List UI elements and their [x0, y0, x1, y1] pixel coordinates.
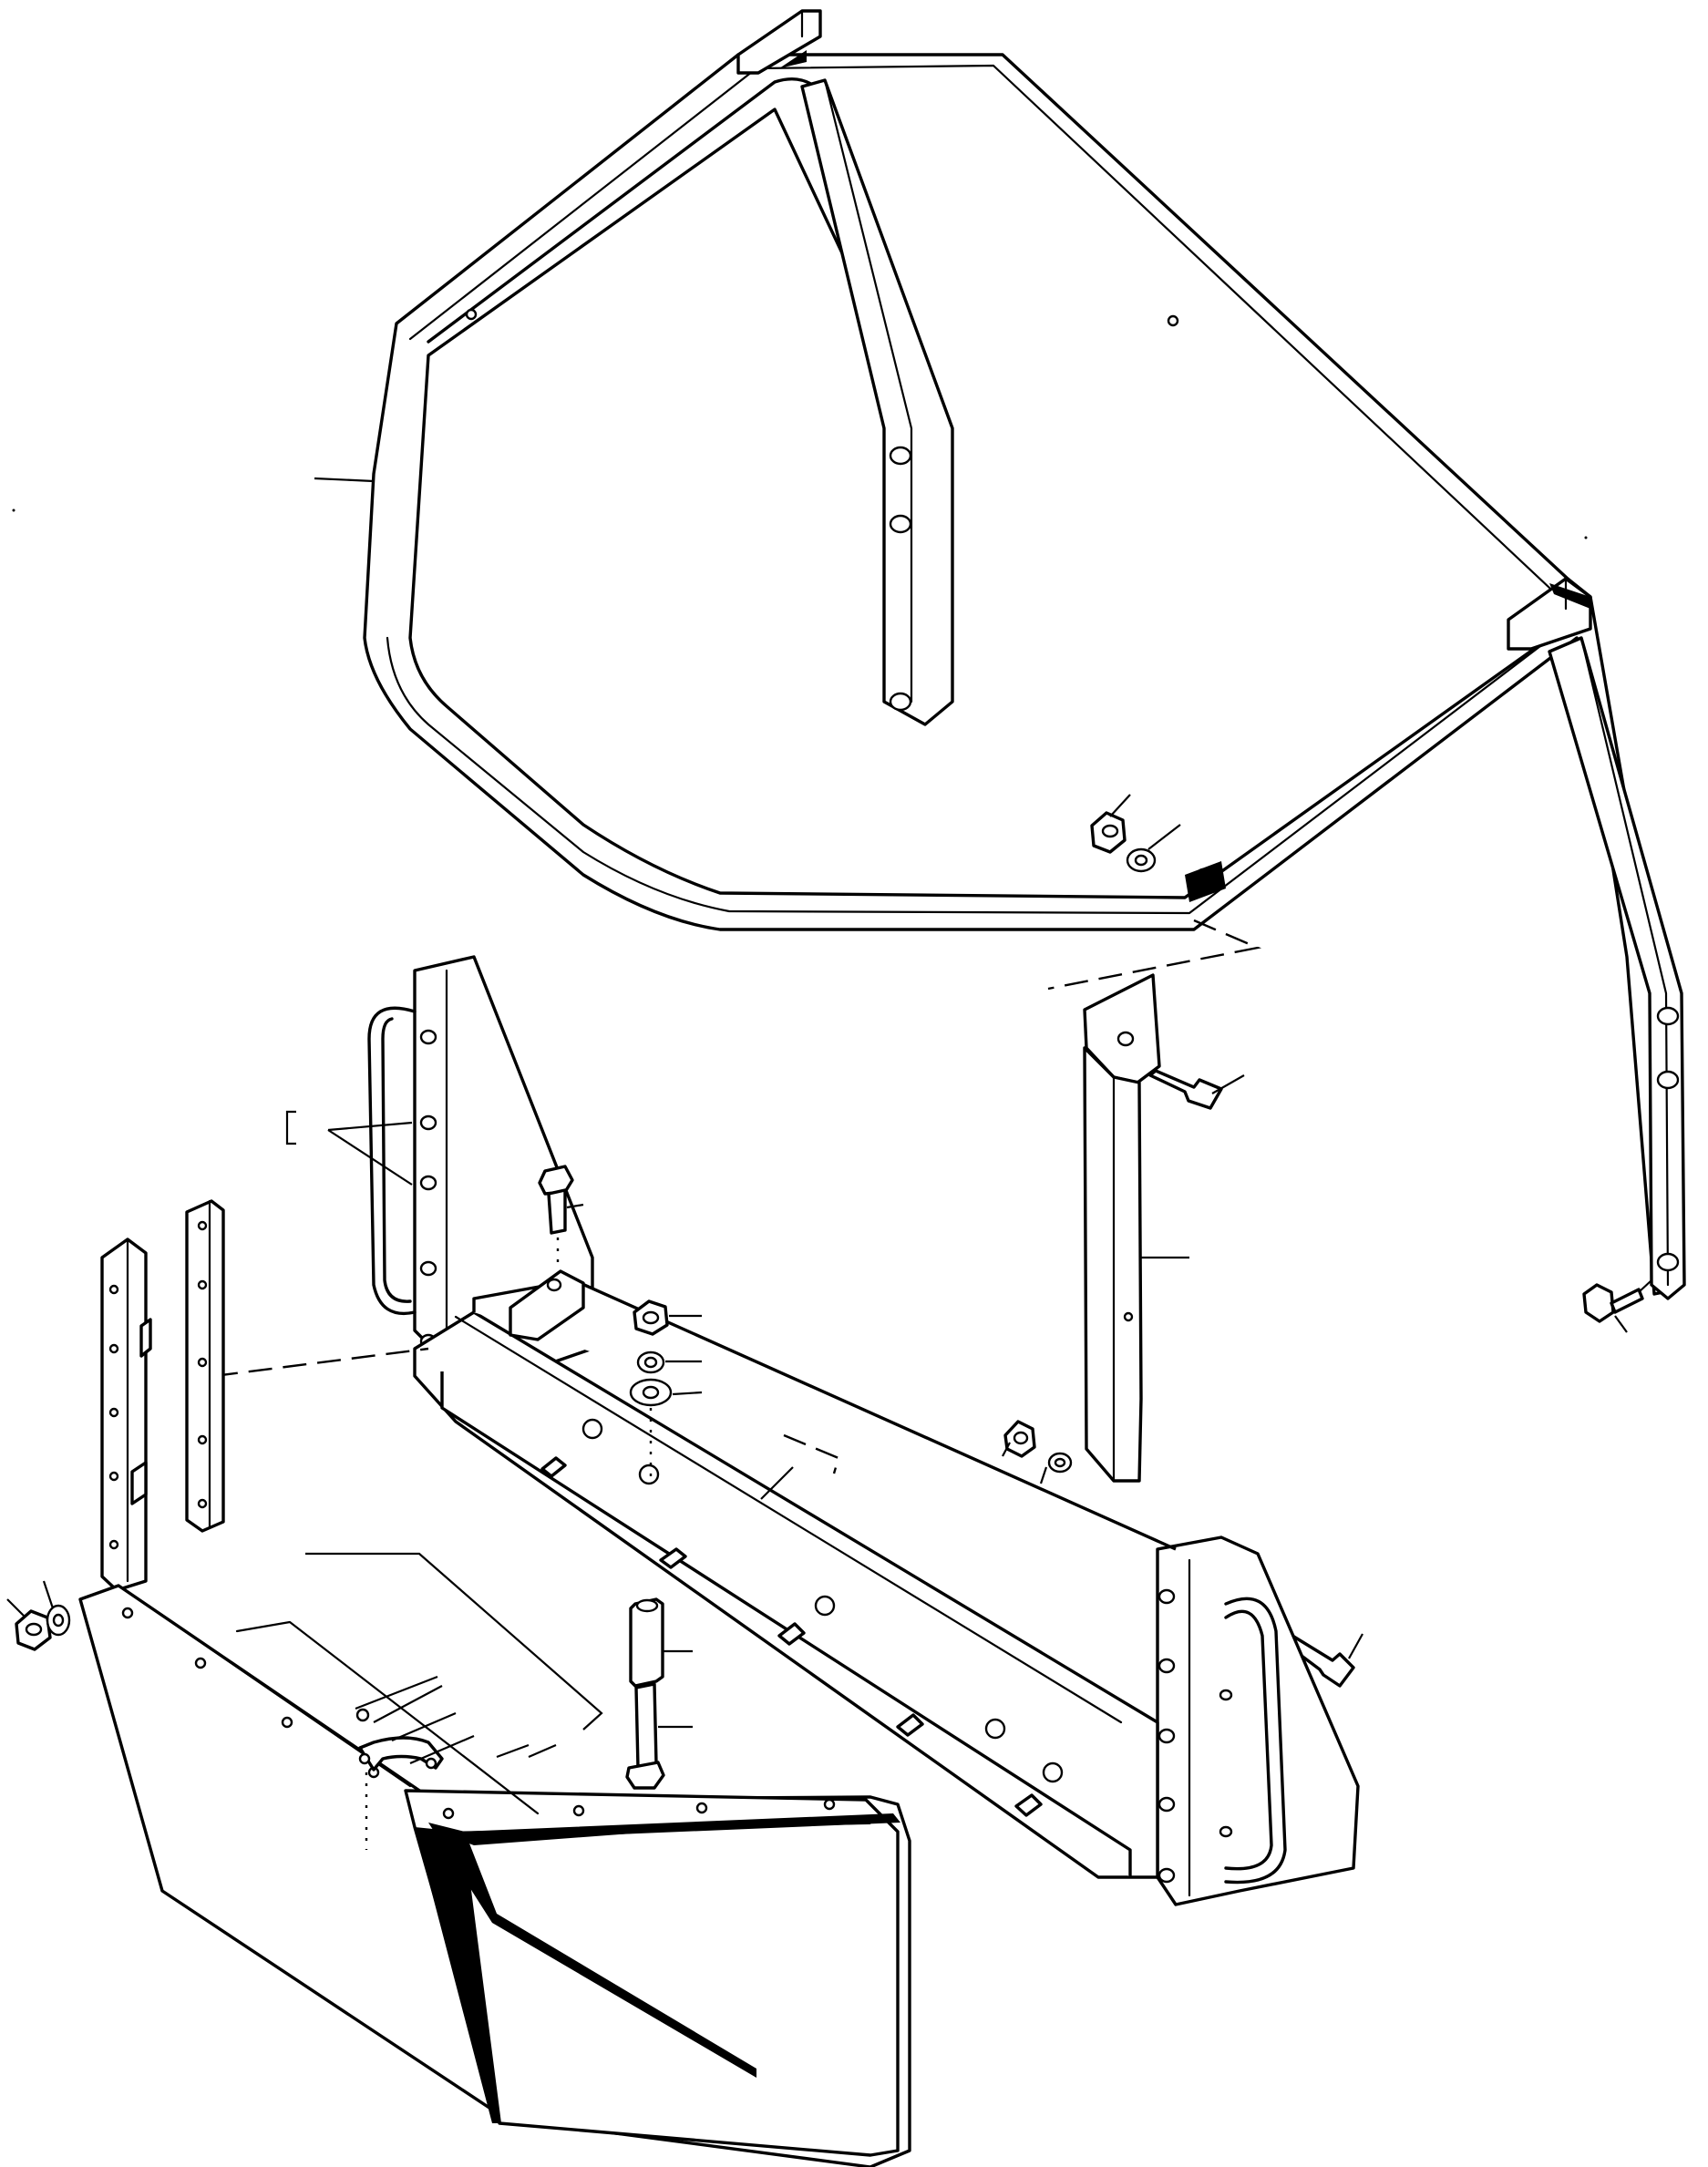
leg-bolt-hole	[1656, 1070, 1680, 1090]
left-handrail	[367, 1006, 417, 1315]
upright-bolt-row	[1158, 1588, 1176, 1884]
bolt-right-top	[1148, 1069, 1245, 1110]
alignment-line	[1047, 919, 1262, 991]
skirt-hole-row	[121, 1607, 836, 1820]
right-handrail	[1224, 1609, 1273, 1871]
spacer-bolt	[625, 1597, 693, 1790]
hardware-stack	[629, 1299, 703, 1476]
left-side-strips	[100, 1199, 225, 1592]
bolt-far-right	[1582, 1279, 1652, 1333]
pillar-bolt-hole	[889, 692, 912, 712]
leader-line	[314, 477, 375, 483]
right-post	[1083, 973, 1189, 1483]
nut-washer-mid	[1002, 1420, 1073, 1484]
nut-washer-top	[1090, 794, 1181, 873]
pillar-bolt-hole	[889, 514, 912, 534]
bolt-left-bracket	[538, 1165, 584, 1267]
pillar-bolt-hole	[889, 446, 912, 466]
skirt-handle	[305, 1552, 603, 1850]
leg-bolt-hole	[1656, 1006, 1680, 1026]
base-bolt-row	[540, 1456, 1043, 1817]
cab-top-frame	[363, 9, 1686, 1300]
nut-washer-left	[6, 1580, 71, 1651]
front-skirt-panel	[78, 1584, 911, 2167]
base-hole-row	[581, 1418, 1064, 1783]
cab-lower-body	[367, 955, 1360, 1906]
leg-bolt-hole	[1656, 1252, 1680, 1272]
